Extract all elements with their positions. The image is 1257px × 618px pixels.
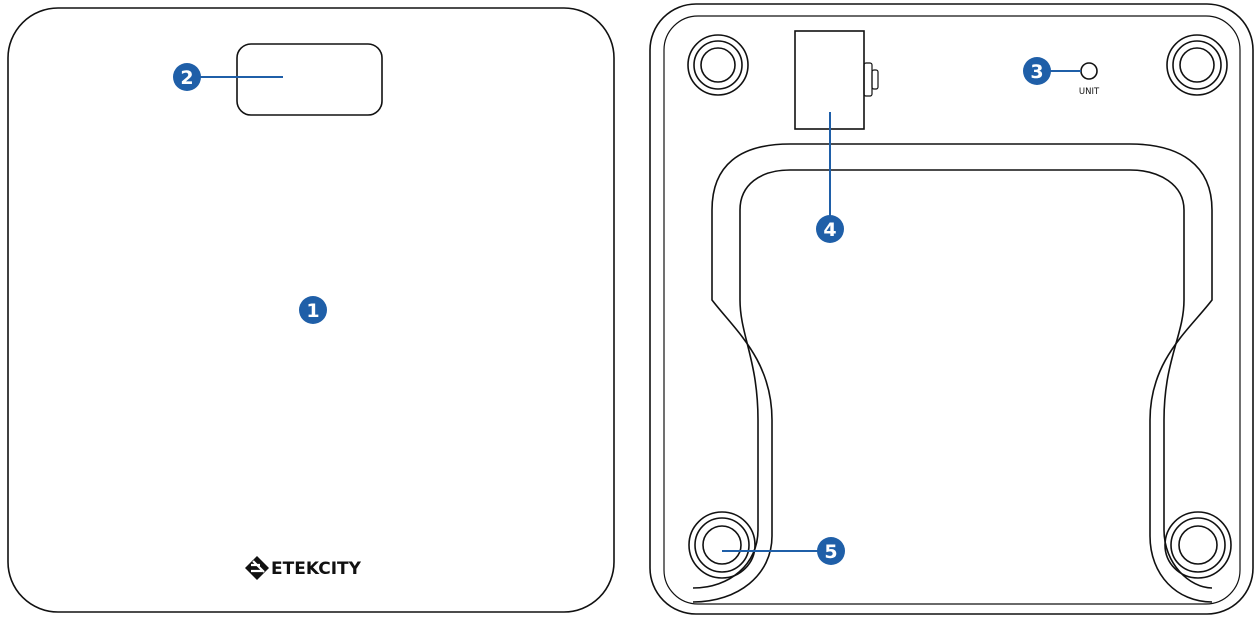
svg-text:5: 5: [824, 541, 837, 563]
scale-base-outer: [649, 3, 1254, 615]
callout-3: 3: [1023, 57, 1051, 85]
svg-text:2: 2: [180, 67, 193, 89]
frame-rib-outer: [692, 143, 1213, 603]
scale-base-inner: [663, 15, 1241, 605]
frame-rib-inner: [692, 169, 1213, 589]
display-window: [236, 43, 383, 116]
svg-text:3: 3: [1030, 61, 1043, 83]
foot-bottom-right: [1164, 511, 1232, 579]
callout-5: 5: [817, 537, 845, 565]
foot-bottom-left: [688, 511, 756, 579]
callout-2: 2: [173, 63, 201, 91]
callout-4: 4: [816, 215, 844, 243]
front-view: ETEKCITY 2 1: [7, 7, 615, 613]
etekcity-logo-icon: [245, 556, 269, 580]
brand-name: ETEKCITY: [271, 559, 362, 579]
foot-top-left: [687, 34, 749, 96]
unit-button[interactable]: [1080, 62, 1098, 80]
unit-label: UNIT: [1079, 87, 1100, 97]
callout-1: 1: [299, 296, 327, 324]
foot-top-right: [1166, 34, 1228, 96]
back-view: UNIT 3 4 5: [649, 3, 1254, 615]
svg-text:1: 1: [306, 300, 319, 322]
scale-platform-front: [7, 7, 615, 613]
svg-text:4: 4: [823, 219, 836, 241]
battery-compartment: [794, 30, 879, 130]
